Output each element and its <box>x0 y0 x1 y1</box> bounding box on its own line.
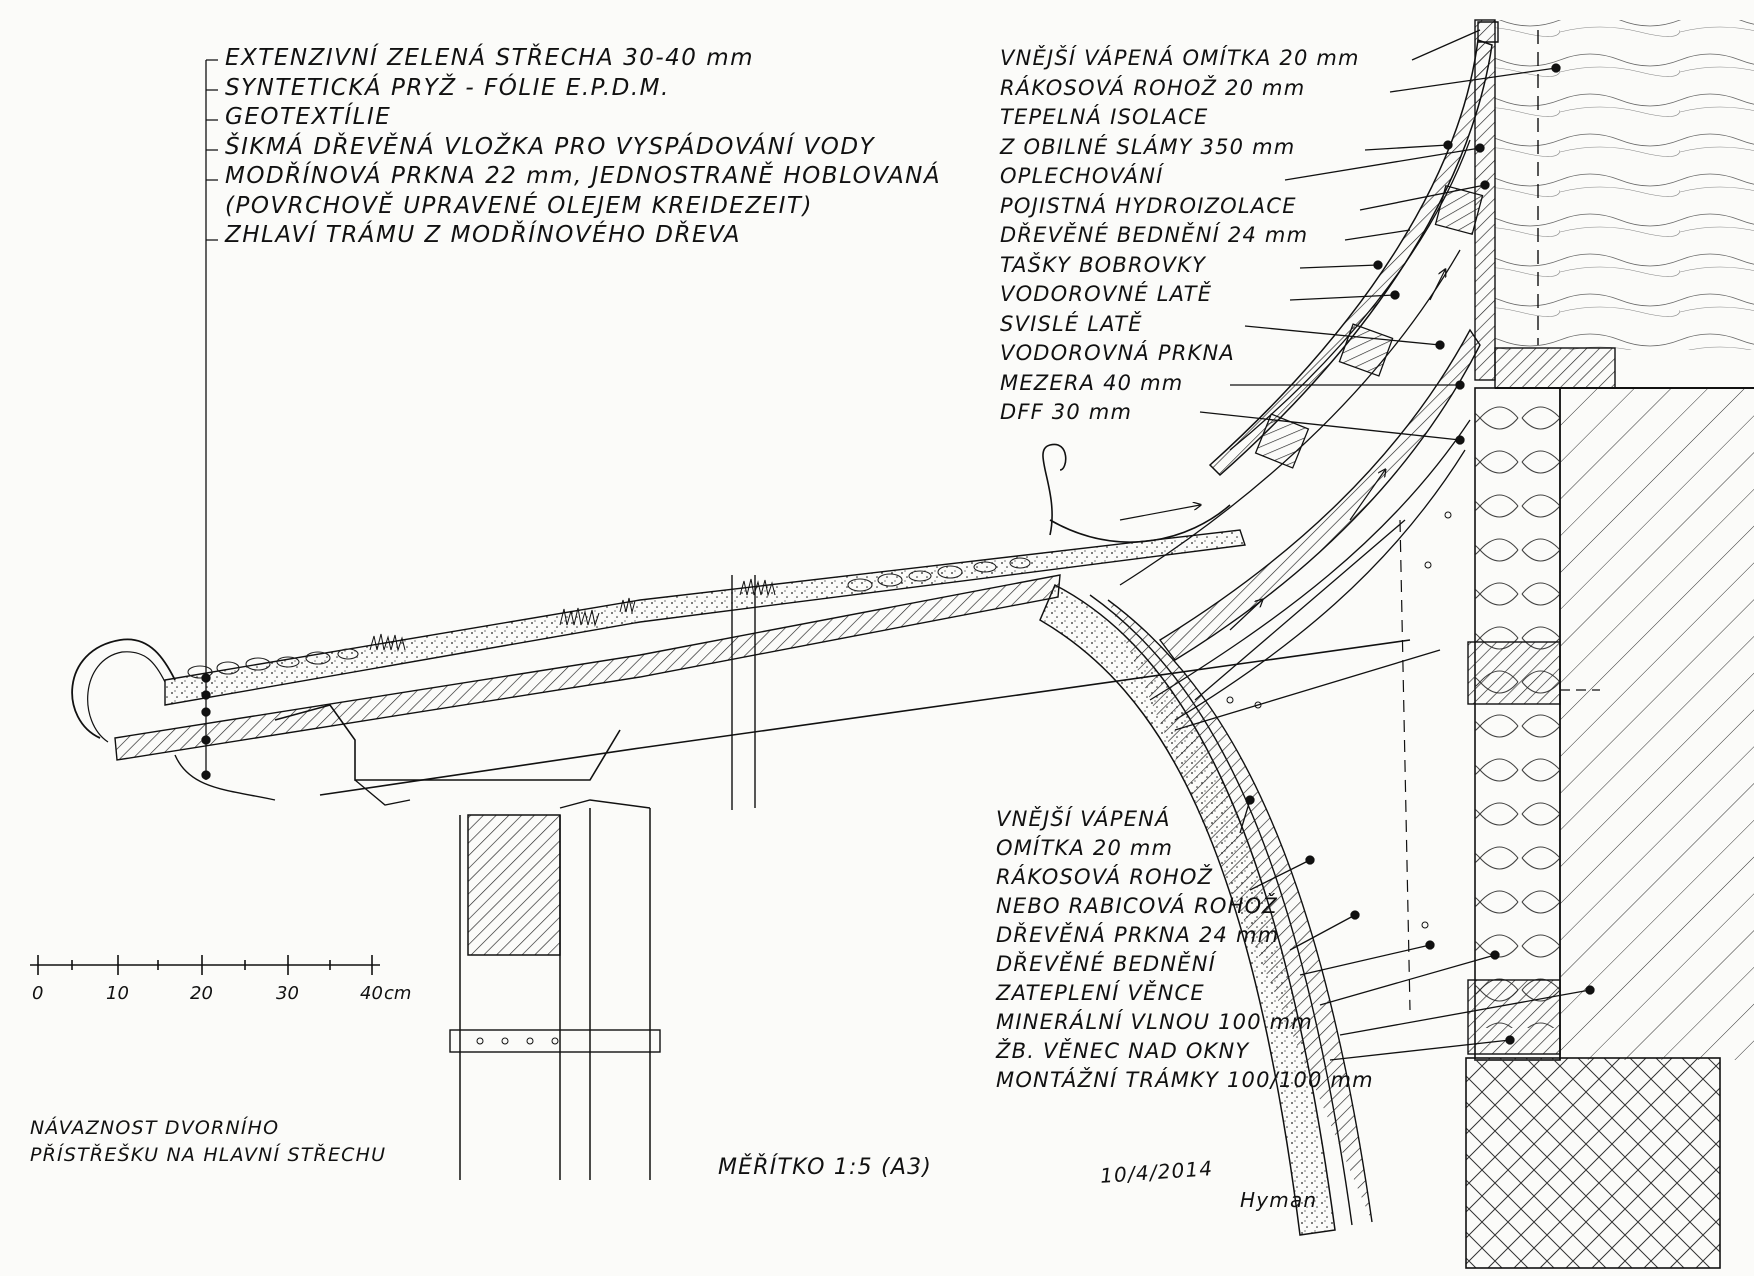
layer-label: (POVRCHOVĚ UPRAVENÉ OLEJEM KREIDEZEIT) <box>225 192 813 219</box>
scale-tick-label: 10 <box>106 983 129 1004</box>
layer-label: TAŠKY BOBROVKY <box>1000 252 1207 277</box>
scale-note: MĚŘÍTKO 1:5 (A3) <box>718 1155 933 1180</box>
layer-label: DŘEVĚNÁ PRKNA 24 mm <box>996 923 1280 947</box>
layer-label: MONTÁŽNÍ TRÁMKY 100/100 mm <box>996 1068 1374 1092</box>
title-line: NÁVAZNOST DVORNÍHO <box>30 1117 280 1139</box>
signature: Hyman <box>1240 1188 1318 1212</box>
scale-tick-label: 30 <box>276 983 299 1004</box>
green-roof-layer-list: EXTENZIVNÍ ZELENÁ STŘECHA 30-40 mm SYNTE… <box>225 44 941 251</box>
main-wall <box>1465 19 1754 1269</box>
layer-label: OMÍTKA 20 mm <box>996 836 1174 860</box>
eave-layer-list: VNĚJŠÍ VÁPENÁ OMÍTKA 20 mm RÁKOSOVÁ ROHO… <box>996 805 1374 1095</box>
layer-label: TEPELNÁ ISOLACE <box>1000 105 1209 129</box>
layer-label: RÁKOSOVÁ ROHOŽ 20 mm <box>1000 75 1306 100</box>
layer-label: VODOROVNÁ PRKNA <box>1000 341 1235 365</box>
layer-label: DFF 30 mm <box>1000 400 1133 424</box>
curved-roof <box>1039 21 1499 1236</box>
scale-tick-label: 20 <box>190 983 213 1004</box>
layer-label: NEBO RABICOVÁ ROHOŽ <box>996 894 1278 918</box>
layer-label: GEOTEXTÍLIE <box>225 104 392 130</box>
layer-label: SVISLÉ LATĚ <box>1000 311 1143 336</box>
layer-label: SYNTETICKÁ PRYŽ - FÓLIE E.P.D.M. <box>225 74 670 101</box>
layer-label: MODŘÍNOVÁ PRKNA 22 mm, JEDNOSTRANĚ HOBLO… <box>225 163 942 189</box>
layer-label: DŘEVĚNÉ BEDNĚNÍ 24 mm <box>1000 223 1309 247</box>
scale-tick-label: 40 <box>360 983 383 1004</box>
green-roof <box>71 529 1411 1180</box>
layer-label: DŘEVĚNÉ BEDNĚNÍ <box>996 952 1217 976</box>
scale-bar <box>30 955 380 975</box>
drawing-title: NÁVAZNOST DVORNÍHO PŘÍSTŘEŠKU NA HLAVNÍ … <box>30 1115 386 1169</box>
wall-layer-list: VNĚJŠÍ VÁPENÁ OMÍTKA 20 mm RÁKOSOVÁ ROHO… <box>1000 44 1360 428</box>
layer-label: VODOROVNÉ LATĚ <box>1000 282 1213 306</box>
title-line: PŘÍSTŘEŠKU NA HLAVNÍ STŘECHU <box>30 1144 387 1166</box>
layer-label: ZHLAVÍ TRÁMU Z MODŘÍNOVÉHO DŘEVA <box>225 222 741 248</box>
layer-label: OPLECHOVÁNÍ <box>1000 164 1164 188</box>
layer-label: ŠIKMÁ DŘEVĚNÁ VLOŽKA PRO VYSPÁDOVÁNÍ VOD… <box>225 133 876 160</box>
scale-unit-label: cm <box>384 983 412 1004</box>
layer-label: EXTENZIVNÍ ZELENÁ STŘECHA 30-40 mm <box>225 45 755 71</box>
layer-label: MEZERA 40 mm <box>1000 370 1184 395</box>
leader-lines <box>201 29 1595 1061</box>
layer-label: VNĚJŠÍ VÁPENÁ OMÍTKA 20 mm <box>1000 46 1360 70</box>
layer-label: MINERÁLNÍ VLNOU 100 mm <box>996 1010 1313 1034</box>
layer-label: POJISTNÁ HYDROIZOLACE <box>1000 193 1297 218</box>
layer-label: RÁKOSOVÁ ROHOŽ <box>996 865 1214 889</box>
scale-tick-label: 0 <box>32 983 44 1004</box>
layer-label: ŽB. VĚNEC NAD OKNY <box>996 1039 1250 1063</box>
layer-label: VNĚJŠÍ VÁPENÁ <box>996 807 1171 831</box>
layer-label: Z OBILNÉ SLÁMY 350 mm <box>1000 134 1296 159</box>
layer-label: ZATEPLENÍ VĚNCE <box>996 981 1205 1005</box>
